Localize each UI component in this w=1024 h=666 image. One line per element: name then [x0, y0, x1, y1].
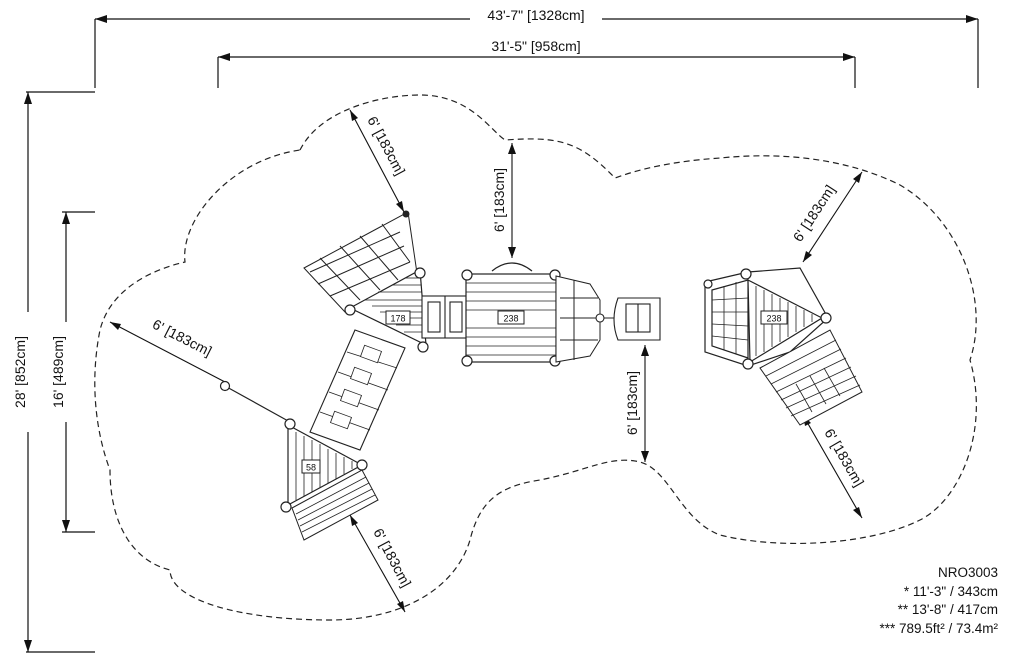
- info-line-1: * 11'-3" / 343cm: [903, 583, 998, 599]
- deck-58-label: 58: [306, 463, 316, 473]
- clearance-label-7: 6' [183cm]: [370, 526, 414, 590]
- deck-238-center-label: 238: [503, 314, 518, 324]
- clearance-label-5: 6' [183cm]: [624, 371, 640, 435]
- info-line-2: ** 13'-8" / 417cm: [897, 602, 998, 617]
- clearance-label-3: 6' [183cm]: [790, 182, 838, 245]
- deck-238-right-label: 238: [766, 314, 781, 324]
- info-line-3: *** 789.5ft² / 73.4m²: [879, 620, 998, 636]
- overall-depth-label: 28' [852cm]: [12, 336, 28, 408]
- deck-178-label: 178: [390, 314, 405, 324]
- inner-width-dimension: [217, 53, 856, 88]
- clearance-line-1: [349, 109, 405, 213]
- clearance-line-6: [802, 414, 863, 519]
- inner-depth-label: 16' [489cm]: [50, 336, 66, 408]
- clearance-line-3: [802, 171, 863, 263]
- clearance-label-6: 6' [183cm]: [821, 426, 867, 490]
- bridge: [421, 295, 469, 339]
- inner-width-label: 31'-5" [958cm]: [491, 38, 580, 54]
- steering-panel: [595, 297, 661, 341]
- right-stairs: [759, 329, 863, 426]
- model-number: NRO3003: [937, 565, 998, 580]
- safety-zone-outline: [94, 94, 977, 621]
- model-info-block: NRO3003 * 11'-3" / 343cm ** 13'-8" / 417…: [879, 564, 998, 638]
- chain-rope: [219, 380, 291, 423]
- clearance-label-1: 6' [183cm]: [364, 114, 408, 178]
- clearance-label-4: 6' [183cm]: [150, 316, 214, 359]
- clearance-line-4: [109, 321, 226, 383]
- overall-width-label: 43'-7" [1328cm]: [487, 7, 584, 23]
- left-slide: [309, 329, 406, 451]
- tower-roof: [555, 275, 601, 363]
- clearance-label-2: 6' [183cm]: [491, 168, 507, 232]
- clearance-line-7: [349, 514, 406, 613]
- bottom-left-stairs: [291, 469, 379, 541]
